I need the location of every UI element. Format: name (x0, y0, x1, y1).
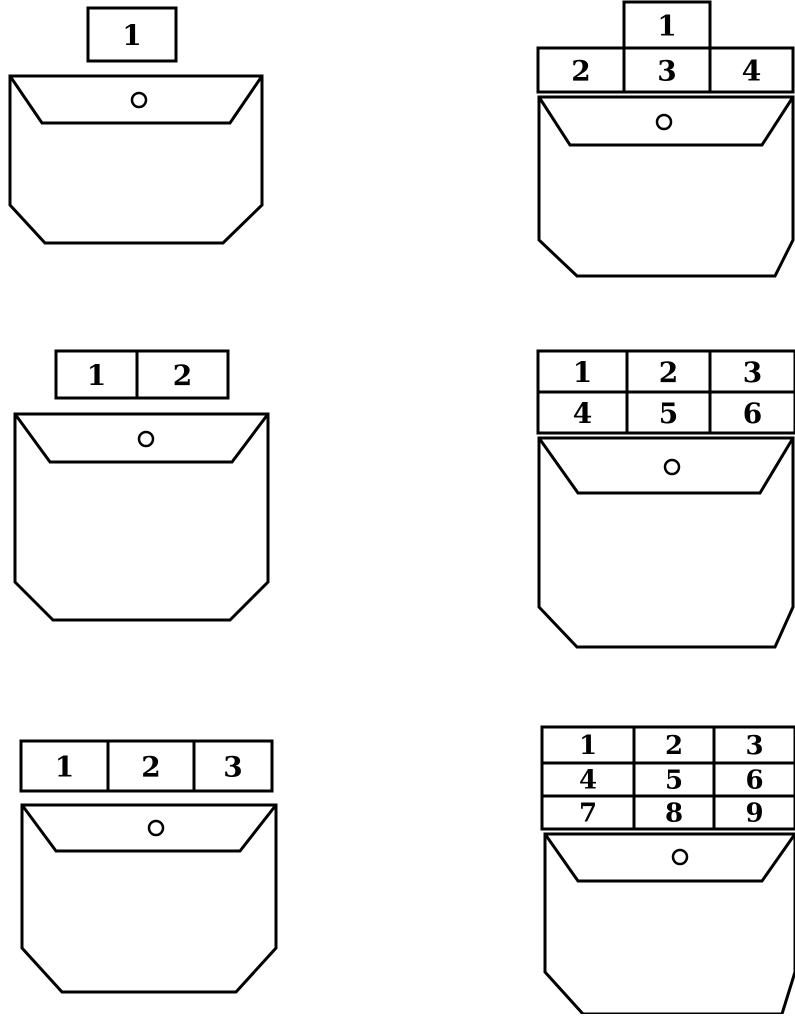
patch-number: 3 (743, 356, 762, 389)
pocket-outline (545, 834, 795, 1014)
pocket-six-patch: 1 2 3 4 5 6 (538, 351, 795, 647)
patch-number: 5 (659, 397, 678, 430)
label-grid: 1 2 3 (21, 741, 272, 791)
label-grid: 1 (88, 8, 176, 61)
patch-number: 2 (173, 359, 192, 392)
pocket-four-patch: 1 2 3 4 (538, 2, 793, 276)
patch-number: 8 (665, 799, 683, 829)
label-grid: 1 2 3 4 5 6 7 8 9 (542, 727, 795, 829)
patch-number: 1 (573, 356, 592, 389)
patch-number: 3 (223, 751, 242, 784)
patch-number: 4 (579, 766, 597, 796)
pocket-outline (22, 805, 276, 992)
button-icon (149, 821, 163, 835)
pocket-three-patch: 1 2 3 (21, 741, 276, 992)
patch-number: 4 (573, 397, 592, 430)
button-icon (665, 460, 679, 474)
patch-number: 4 (742, 55, 761, 88)
patch-number: 3 (745, 731, 763, 761)
patch-number: 7 (579, 799, 597, 829)
patch-number: 5 (665, 766, 683, 796)
patch-number: 1 (122, 19, 141, 52)
label-grid: 1 2 3 4 5 6 (538, 351, 795, 433)
patch-number: 2 (665, 731, 683, 761)
patch-number: 1 (657, 10, 676, 43)
patch-number: 1 (55, 751, 74, 784)
pocket-nine-patch: 1 2 3 4 5 6 7 8 9 (542, 727, 795, 1014)
patch-number: 1 (87, 359, 106, 392)
button-icon (132, 93, 146, 107)
button-icon (673, 850, 687, 864)
patch-number: 2 (659, 356, 678, 389)
patch-number: 6 (745, 766, 763, 796)
button-icon (139, 432, 153, 446)
label-grid: 1 2 3 4 (538, 2, 793, 92)
patch-number: 1 (579, 731, 597, 761)
button-icon (657, 115, 671, 129)
patch-number: 9 (745, 799, 763, 829)
pocket-flap (545, 834, 795, 881)
pocket-one-patch: 1 (10, 8, 262, 243)
patch-number: 2 (141, 751, 160, 784)
patch-number: 2 (571, 55, 590, 88)
patch-number: 6 (743, 397, 762, 430)
patch-number: 3 (657, 55, 676, 88)
